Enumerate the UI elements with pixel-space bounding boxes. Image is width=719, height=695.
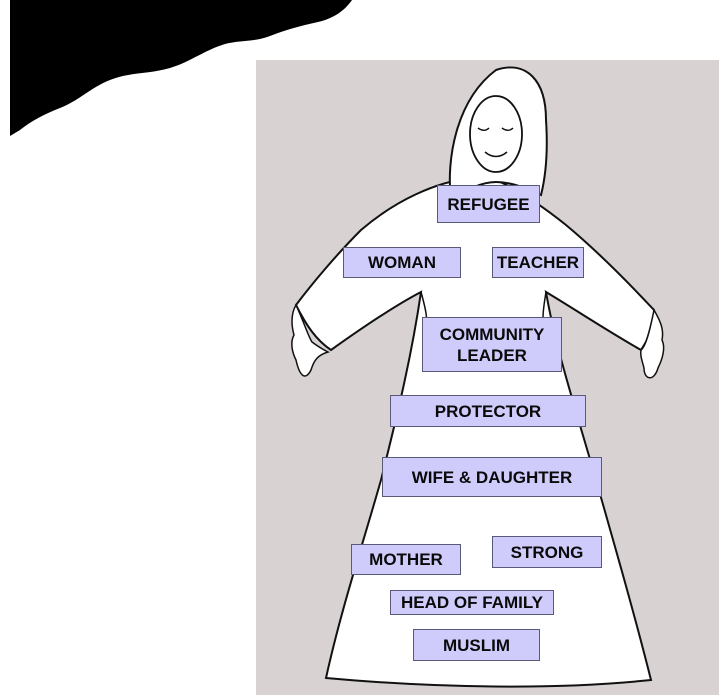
label-community-leader: COMMUNITY LEADER <box>422 317 562 372</box>
label-head-of-family: HEAD OF FAMILY <box>390 590 554 615</box>
label-refugee: REFUGEE <box>437 185 540 223</box>
label-strong: STRONG <box>492 536 602 568</box>
left-eye <box>477 127 490 131</box>
right-hand <box>640 307 665 379</box>
label-community-leader-line1: COMMUNITY <box>439 324 545 344</box>
label-teacher: TEACHER <box>492 247 584 278</box>
label-protector: PROTECTOR <box>390 395 586 427</box>
label-community-leader-line2: LEADER <box>457 345 527 365</box>
label-mother: MOTHER <box>351 544 461 575</box>
wave-decoration <box>10 0 352 136</box>
label-muslim: MUSLIM <box>413 629 540 661</box>
left-hand <box>291 303 331 377</box>
label-woman: WOMAN <box>343 247 461 278</box>
label-wife-daughter: WIFE & DAUGHTER <box>382 457 602 497</box>
face <box>469 95 523 173</box>
right-eye <box>501 127 514 131</box>
mouth <box>484 151 508 158</box>
